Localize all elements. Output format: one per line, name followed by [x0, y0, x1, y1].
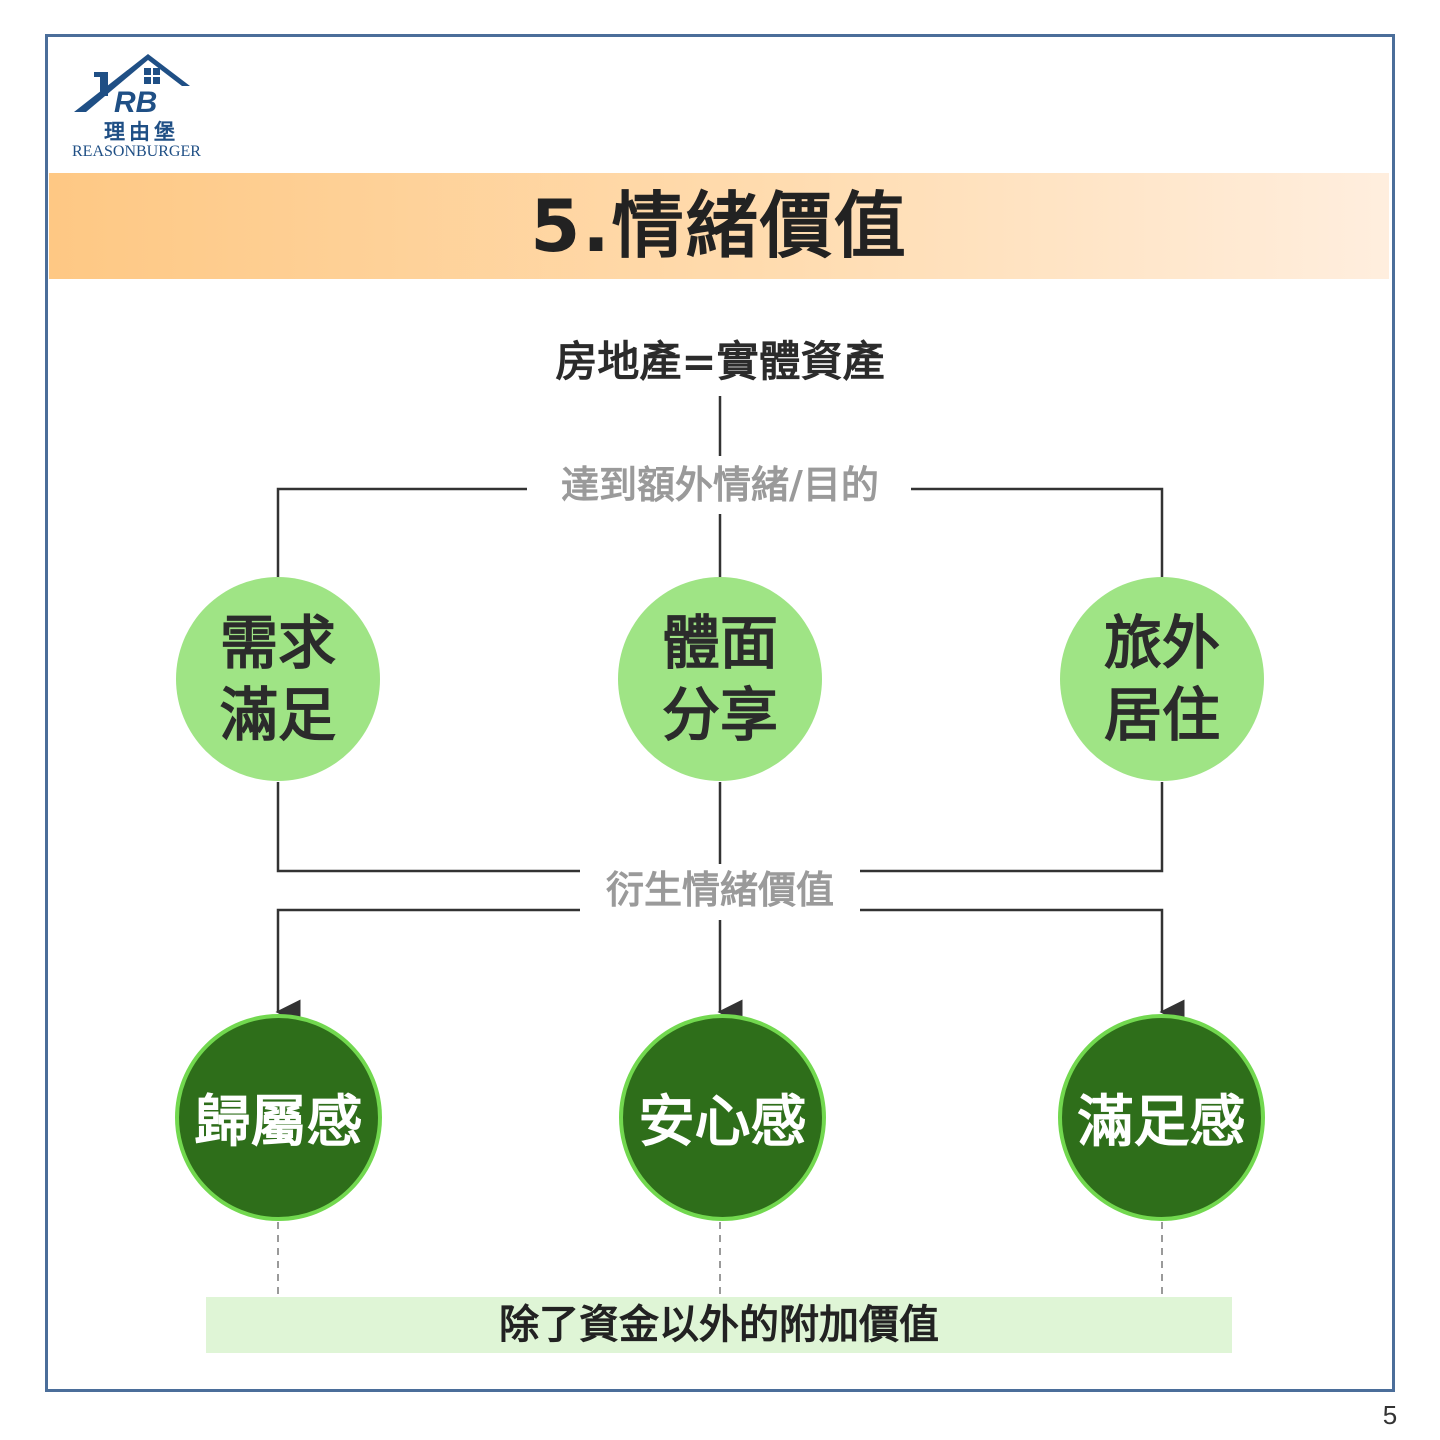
- feeling-label: 滿足感: [1077, 1090, 1246, 1155]
- logo-name-en: REASONBURGER: [72, 143, 201, 160]
- feeling-circle: 滿足感: [1058, 1014, 1265, 1221]
- derive-label: 衍生情緒價值: [582, 865, 858, 915]
- reasonburger-logo: RB: [74, 54, 190, 119]
- footer-band: 除了資金以外的附加價值: [206, 1297, 1232, 1353]
- purpose-label: 旅外居住: [1103, 609, 1220, 749]
- purpose-label: 體面分享: [661, 609, 778, 749]
- footer-text: 除了資金以外的附加價值: [499, 1302, 939, 1348]
- slide-frame: [45, 34, 1395, 1392]
- branch-label: 達到額外情緒/目的: [530, 460, 910, 510]
- purpose-circle: 需求滿足: [176, 577, 380, 781]
- feeling-circle: 安心感: [619, 1014, 826, 1221]
- page-number: 5: [1382, 1400, 1398, 1430]
- logo-name-zh: 理由堡: [104, 119, 179, 144]
- purpose-circle: 體面分享: [618, 577, 822, 781]
- feeling-circle: 歸屬感: [175, 1014, 382, 1221]
- logo-mark: RB: [114, 86, 157, 119]
- title-band: 5.情緒價值: [49, 173, 1389, 279]
- root-node: 房地產=實體資產: [555, 337, 885, 386]
- feeling-label: 歸屬感: [194, 1090, 363, 1155]
- purpose-circle: 旅外居住: [1060, 577, 1264, 781]
- slide-title: 5.情緒價值: [530, 184, 908, 268]
- feeling-label: 安心感: [638, 1090, 807, 1155]
- purpose-label: 需求滿足: [219, 609, 336, 749]
